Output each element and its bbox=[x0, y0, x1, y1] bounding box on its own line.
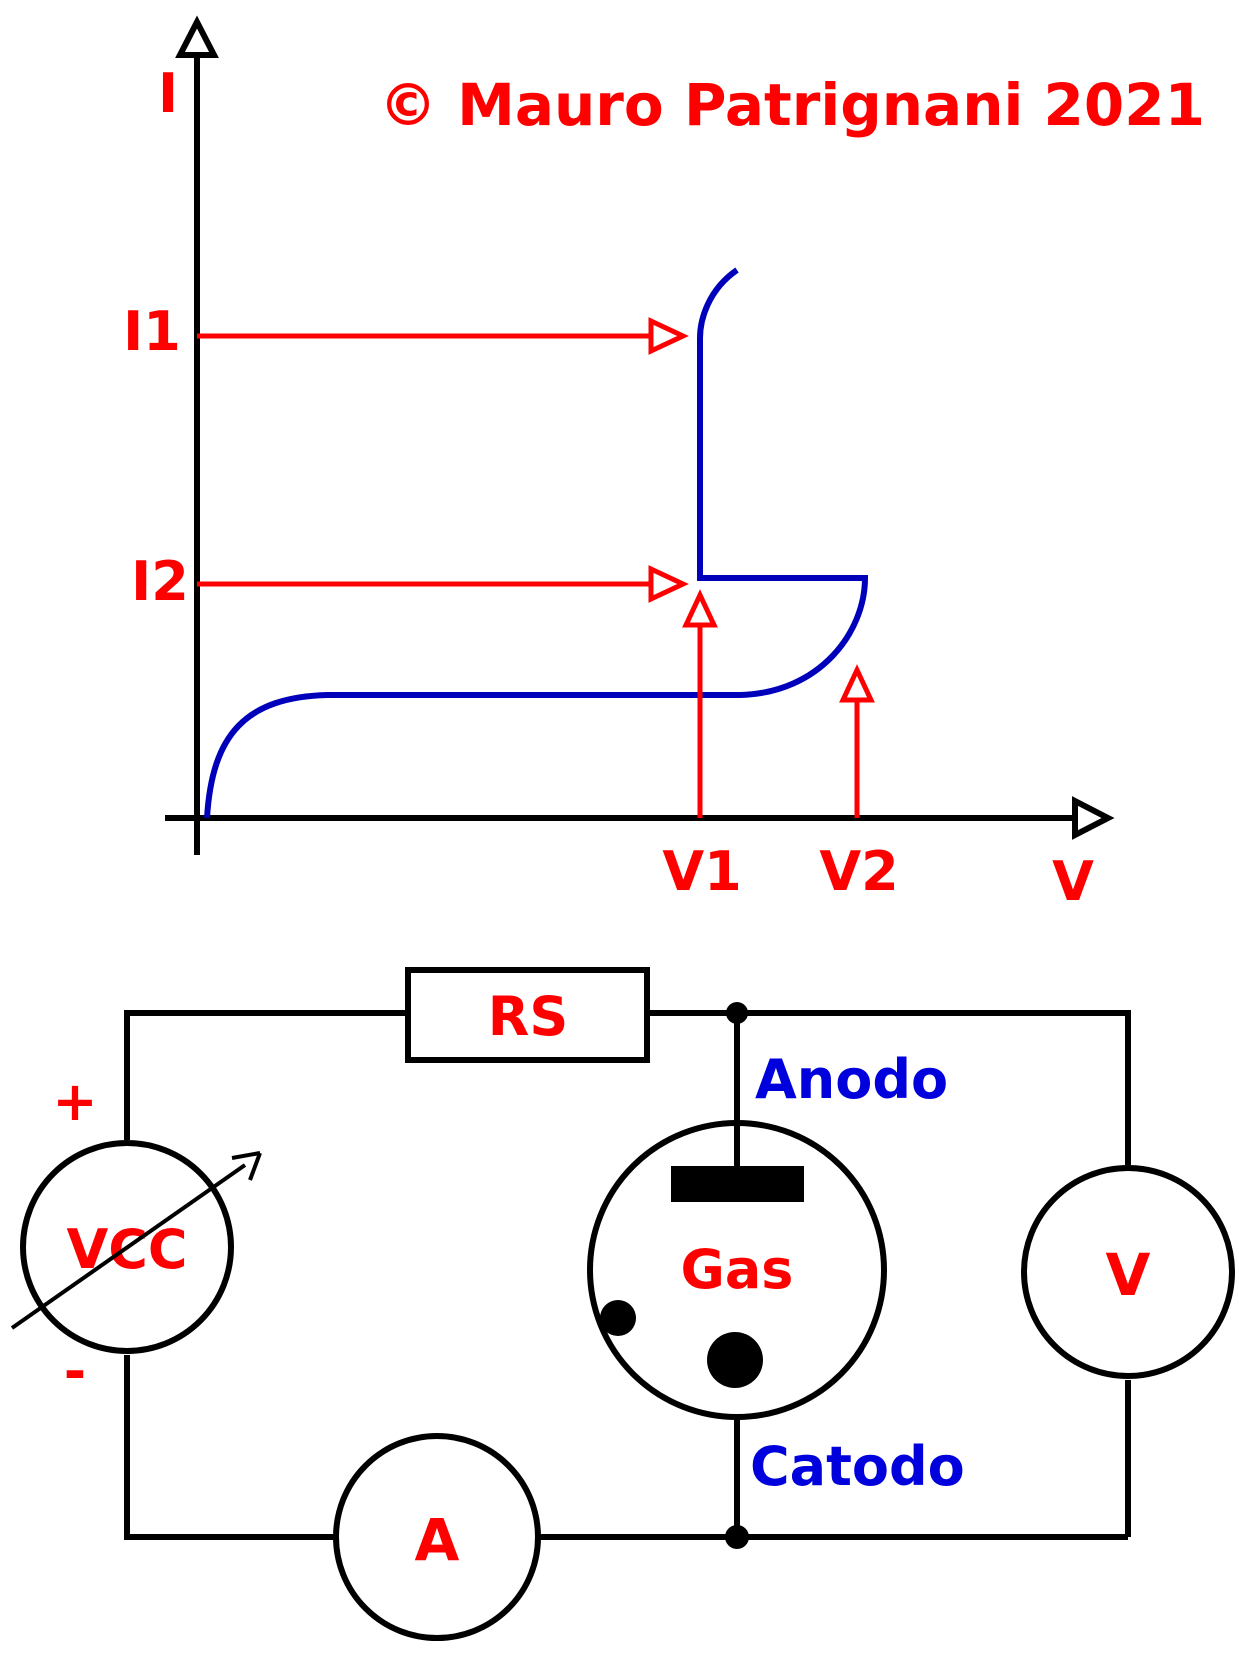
wire-top-right bbox=[647, 1010, 1131, 1165]
junction-top bbox=[726, 1002, 748, 1024]
i1-arrow-icon bbox=[648, 317, 689, 355]
x-axis-arrow-icon bbox=[1072, 796, 1115, 840]
wire-top-left bbox=[124, 1010, 408, 1140]
v1-label: V1 bbox=[662, 840, 741, 903]
ammeter bbox=[333, 1433, 541, 1641]
variable-arrow-line bbox=[10, 1163, 247, 1330]
junction-bottom bbox=[725, 1525, 749, 1549]
x-axis-label: V bbox=[1052, 850, 1094, 913]
v1-arrow-icon bbox=[682, 589, 718, 628]
resistor-rs bbox=[405, 967, 650, 1063]
y-axis-label: I bbox=[158, 62, 178, 125]
v2-label: V2 bbox=[819, 840, 898, 903]
copyright-text: © Mauro Patrignani 2021 bbox=[379, 71, 1205, 139]
anode-label: Anodo bbox=[755, 1048, 948, 1111]
y-axis-arrow-icon bbox=[175, 15, 219, 58]
wire-bottom-left bbox=[124, 1355, 335, 1540]
voltmeter bbox=[1021, 1165, 1235, 1379]
i1-label: I1 bbox=[123, 300, 181, 363]
variable-arrow-icon bbox=[231, 1151, 262, 1181]
anode-plate bbox=[671, 1166, 804, 1202]
gas-label: Gas bbox=[681, 1238, 794, 1301]
resistor-label: RS bbox=[488, 985, 568, 1048]
electrode-dot-small bbox=[600, 1300, 636, 1336]
cathode-dot bbox=[707, 1332, 763, 1388]
i2-label: I2 bbox=[131, 550, 189, 613]
i2-arrow-icon bbox=[648, 565, 689, 603]
voltmeter-label: V bbox=[1106, 1241, 1151, 1309]
minus-label: - bbox=[64, 1340, 86, 1403]
ammeter-label: A bbox=[415, 1506, 460, 1574]
circuit: RS VCC + - Gas Anodo Catodo V A bbox=[10, 967, 1235, 1641]
iv-curve bbox=[204, 267, 869, 819]
plus-label: + bbox=[52, 1070, 97, 1133]
cathode-label: Catodo bbox=[750, 1435, 965, 1498]
iv-graph: I V © Mauro Patrignani 2021 I1 I2 V1 V2 bbox=[123, 15, 1205, 913]
v2-arrow-icon bbox=[839, 664, 875, 703]
